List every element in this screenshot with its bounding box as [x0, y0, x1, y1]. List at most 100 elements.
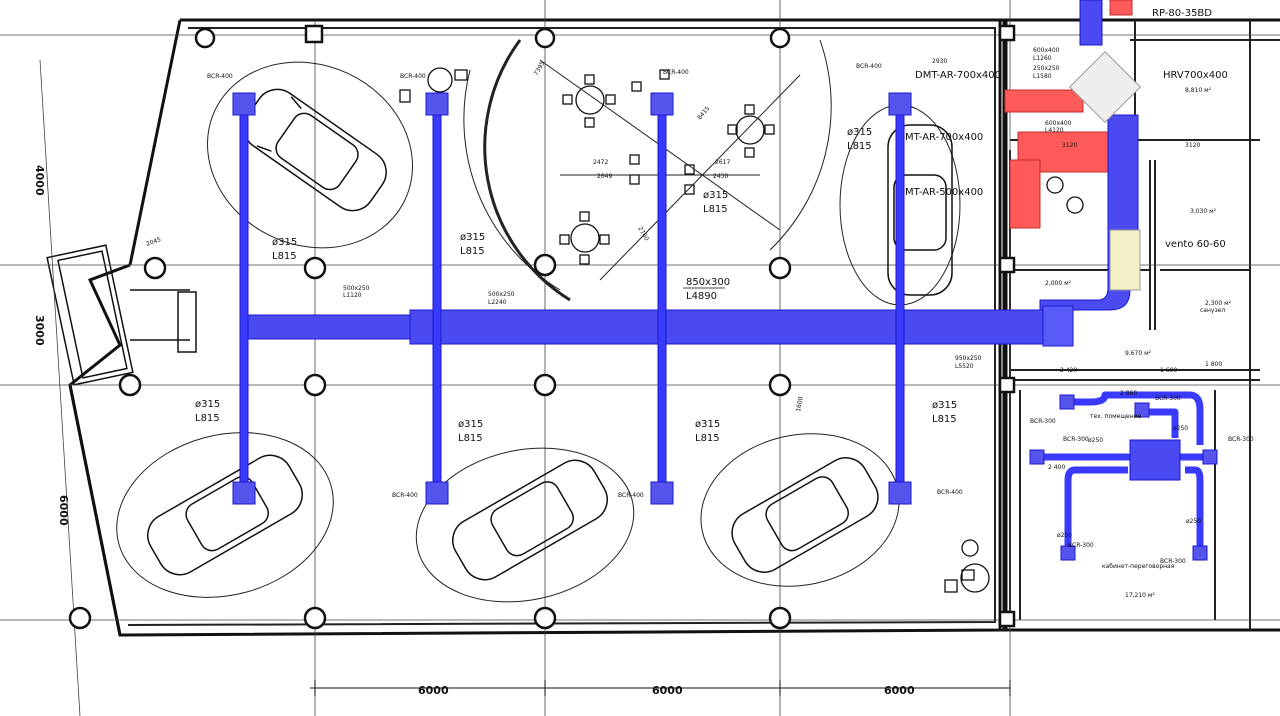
branch-3-lower-length: L815	[695, 433, 720, 444]
grille-2-bottom	[425, 481, 449, 505]
grille-4-top-label: BCR-400	[856, 63, 882, 70]
exhaust-ducts	[1004, 89, 1109, 229]
sm-L4120: L4120	[1045, 127, 1064, 134]
grille-3-bottom-label: BCR-400	[618, 492, 644, 499]
small-duct-size-3: 950x250	[955, 355, 982, 362]
dim-1800: 1 800	[1205, 361, 1222, 368]
riser-top	[1079, 0, 1103, 46]
exhaust-duct-dmt	[1004, 89, 1084, 113]
branch-2-diameter: ø315	[460, 232, 485, 243]
car-3	[452, 459, 608, 581]
area-label-6: 17,210 м²	[1125, 592, 1155, 599]
silencer	[1109, 229, 1141, 291]
room-sanuzel: санузел	[1200, 307, 1225, 314]
grille-1-top-label: BCR-400	[207, 73, 233, 80]
riser-segment	[1107, 114, 1139, 236]
duct-labels: 850x300 L4890 ø315 L815 ø315 L815 ø315 L…	[195, 8, 1254, 599]
branch-3-diameter: ø315	[703, 190, 728, 201]
dimension-line-bottom	[310, 680, 1011, 696]
dim-4000: 4000	[33, 165, 46, 196]
room-cabinet: кабинет-переговорная	[1102, 563, 1175, 570]
grille-2-top	[425, 92, 449, 116]
dim-6000-left: 6000	[57, 495, 70, 526]
grille-3-bottom	[650, 481, 674, 505]
office-grille-label-1: BCR-300	[1063, 436, 1089, 443]
branch-4-lower-length: L815	[932, 414, 957, 425]
branch-2-lower-length: L815	[458, 433, 483, 444]
main-duct-size-label: 850x300	[686, 277, 730, 288]
dim-2617: 2617	[715, 159, 730, 166]
office-d250-1: ø250	[1057, 532, 1072, 539]
car-2	[147, 454, 303, 576]
grille-3-top-label: BCR-400	[663, 69, 689, 76]
dim-6000-b: 6000	[652, 684, 683, 697]
dim-2760: 2760	[636, 226, 650, 243]
small-duct-length-2: L2240	[488, 299, 507, 306]
grille-1-top	[232, 92, 256, 116]
car-display-areas	[116, 39, 961, 603]
area-label-1: 9,670 м²	[1125, 350, 1152, 357]
branch-2-lower-diameter: ø315	[458, 419, 483, 430]
small-duct-size-2: 500x250	[488, 291, 515, 298]
area-label-4: 2,300 м²	[1205, 300, 1232, 307]
area-label-3: 3,030 м²	[1190, 208, 1217, 215]
branch-3	[657, 111, 667, 483]
small-duct-size: 500x250	[343, 285, 370, 292]
grille-4-bottom	[888, 481, 912, 505]
office-grille-label-3: BCR-300	[1155, 395, 1181, 402]
office-grilles	[1029, 394, 1218, 561]
sm-250x250: 250x250	[1033, 65, 1060, 72]
dmt-mid-1-label: MT-AR-700x400	[905, 132, 983, 143]
branch-1	[239, 111, 249, 483]
branch-2-length: L815	[460, 246, 485, 257]
small-duct-length: L1120	[343, 292, 362, 299]
office-grille-label-4: BCR-300	[1228, 436, 1254, 443]
dim-2045: 2045	[145, 236, 162, 248]
sm-600x400: 600x400	[1033, 47, 1060, 54]
supply-grilles	[232, 92, 912, 505]
dim-6000-a: 6000	[418, 684, 449, 697]
dmt-mid-2-label: MT-AR-500x400	[905, 187, 983, 198]
rp-label: RP-80-35BD	[1152, 8, 1212, 19]
branch-4	[895, 111, 905, 483]
branch-1-diameter: ø315	[272, 237, 297, 248]
dim-2649: 2649	[597, 173, 612, 180]
dim-8415: 8415	[696, 105, 711, 121]
room-tech: тех. помещение	[1090, 413, 1142, 420]
office-grille-label-6: BCR-300	[1160, 558, 1186, 565]
hrv-unit	[1068, 50, 1142, 124]
dim-6000-c: 6000	[884, 684, 915, 697]
supply-ducts	[239, 0, 1142, 483]
dim-2930: 2930	[932, 58, 947, 65]
exhaust-box-lower	[1009, 159, 1041, 229]
grille-2-top-label: BCR-400	[400, 73, 426, 80]
vento-label: vento 60-60	[1165, 239, 1226, 250]
car-4	[731, 457, 879, 573]
branch-1-length: L815	[272, 251, 297, 262]
office-d250-2: ø250	[1088, 437, 1103, 444]
branch-3-length: L815	[703, 204, 728, 215]
main-duct-length-label: L4890	[686, 291, 717, 302]
car-5	[887, 124, 953, 296]
office-d250-4: ø250	[1173, 425, 1188, 432]
area-label-5: 2,000 м²	[1045, 280, 1072, 287]
riser-top-2	[1109, 0, 1133, 16]
grille-4-top	[888, 92, 912, 116]
dim-7395: 7395	[533, 60, 547, 77]
office-grille-label-2: BCR-300	[1030, 418, 1056, 425]
branch-4-lower-diameter: ø315	[932, 400, 957, 411]
branch-1-lower-length: L815	[195, 413, 220, 424]
office-ventilation	[1040, 391, 1210, 548]
dim-1600: 1 600	[1160, 367, 1177, 374]
dim-3000: 3000	[33, 315, 46, 346]
dim-3120a: 3120	[1062, 142, 1077, 149]
dimensions: 2472 2617 2649 2430 2930 3120 3120 1 800…	[33, 58, 1222, 697]
hrv-label: HRV700x400	[1163, 70, 1228, 81]
office-air-unit	[1129, 439, 1181, 481]
sm-600x400-2: 600x400	[1045, 120, 1072, 127]
branch-4-length: L815	[847, 141, 872, 152]
dim-2400: 2 400	[1048, 464, 1065, 471]
branch-2	[432, 111, 442, 483]
joint-box	[1042, 305, 1074, 347]
